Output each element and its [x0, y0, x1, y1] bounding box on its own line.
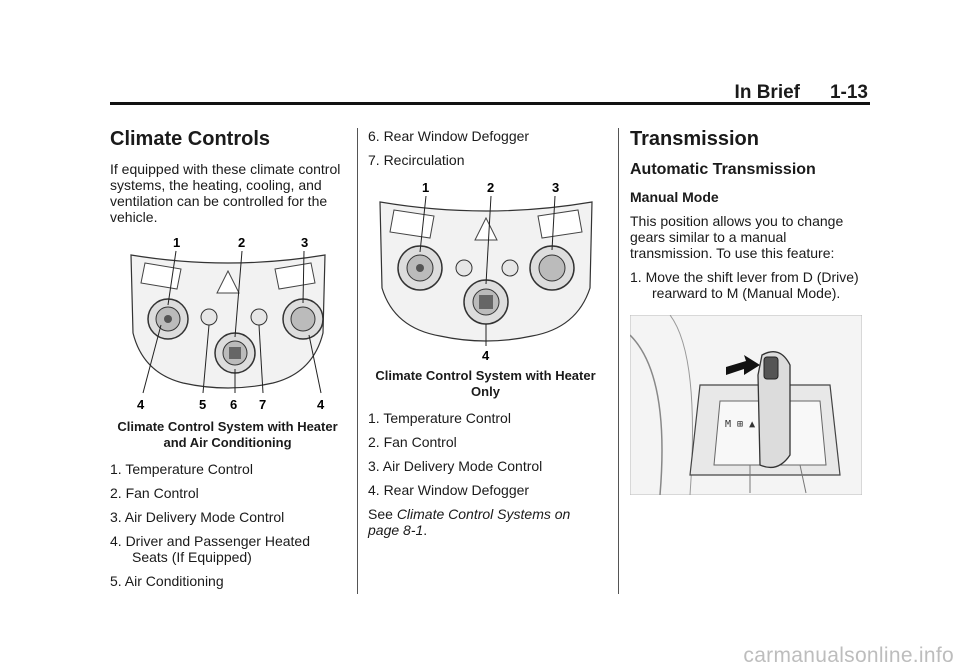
list-item: 1. Move the shift lever from D (Drive) r… — [630, 269, 859, 301]
shift-lever-illustration: M ⊞ ▲ ⊕ ⊗ — [630, 315, 862, 495]
section-heading-climate-controls: Climate Controls — [110, 128, 271, 150]
defog-button-icon — [250, 308, 267, 326]
list-item: 2. Fan Control — [110, 485, 199, 501]
list-item: 1. Temperature Control — [110, 461, 253, 477]
column-3: Transmission Automatic Transmission Manu… — [630, 128, 870, 495]
figure-label-2: 2 — [238, 235, 245, 250]
leader-lines — [419, 195, 555, 346]
list-item: 4. Rear Window Defogger — [368, 482, 530, 498]
shift-lever-icon — [757, 351, 791, 469]
list-item: 1. Temperature Control — [368, 410, 511, 426]
see-prefix: See — [368, 506, 397, 522]
figure-label-3: 3 — [552, 180, 559, 195]
list-item: 3. Air Delivery Mode Control — [110, 509, 285, 525]
see-suffix: . — [423, 522, 428, 538]
see-reference-link[interactable]: Climate Control Systems on page 8-1 — [368, 506, 571, 538]
figure-label-1: 1 — [173, 235, 180, 250]
watermark-logo: carmanualsonline.info — [743, 644, 954, 667]
arrow-icon — [726, 355, 760, 375]
section-heading-transmission: Transmission — [630, 128, 759, 150]
list-item: 3. Air Delivery Mode Control — [368, 458, 543, 474]
leader-lines — [142, 250, 321, 394]
header-rule — [110, 102, 870, 105]
gear-markings: M ⊞ ▲ ⊕ ⊗ — [725, 419, 779, 430]
figure-label-6: 6 — [230, 397, 237, 412]
see-reference: See Climate Control Systems on page 8-1. — [368, 506, 603, 538]
figure-label-1: 1 — [422, 180, 429, 195]
right-vent-icon — [536, 209, 583, 239]
subheading-manual-mode: Manual Mode — [630, 189, 719, 205]
figure-label-5: 5 — [199, 397, 206, 412]
column-divider-2 — [618, 128, 619, 594]
panel-outline — [378, 201, 593, 342]
list-item: 4. Driver and Passenger Heated Seats (If… — [110, 533, 310, 565]
figure-label-2: 2 — [487, 180, 494, 195]
ac-button-icon — [200, 308, 217, 326]
climate-control-ac-illustration: 1 2 3 4 5 6 7 4 — [129, 235, 326, 412]
hazard-triangle-icon — [473, 216, 498, 241]
column-2: 6. Rear Window Defogger 7. Recirculation… — [368, 128, 603, 546]
figure-label-4: 4 — [482, 348, 490, 363]
subheading-automatic-transmission: Automatic Transmission — [630, 161, 816, 178]
button-right-icon — [501, 259, 518, 277]
column-divider-1 — [357, 128, 358, 594]
climate-control-heater-illustration: 1 2 3 4 — [378, 180, 593, 363]
list-item: 2. Fan Control — [368, 434, 457, 450]
figure-caption-heater: Climate Control System with Heater Only — [375, 368, 596, 399]
figure-label-3: 3 — [301, 235, 308, 250]
figure-label-4-left: 4 — [137, 397, 145, 412]
button-left-icon — [455, 259, 472, 277]
figure-label-7: 7 — [259, 397, 266, 412]
figure-label-4-right: 4 — [317, 397, 325, 412]
right-vent-icon — [273, 262, 316, 290]
manual-mode-description: This position allows you to change gears… — [630, 213, 844, 261]
list-item: 5. Air Conditioning — [110, 573, 224, 589]
column-1: Climate Controls If equipped with these … — [110, 128, 345, 597]
list-item: 6. Rear Window Defogger — [368, 128, 530, 144]
header-section-title: In Brief — [734, 82, 800, 103]
list-item: 7. Recirculation — [368, 152, 465, 168]
figure-caption-ac: Climate Control System with Heater and A… — [117, 419, 338, 450]
header-page-number: 1-13 — [829, 82, 868, 103]
panel-outline — [129, 254, 326, 389]
hazard-triangle-icon — [215, 269, 240, 294]
left-vent-icon — [388, 209, 435, 239]
climate-intro: If equipped with these climate control s… — [110, 161, 341, 225]
